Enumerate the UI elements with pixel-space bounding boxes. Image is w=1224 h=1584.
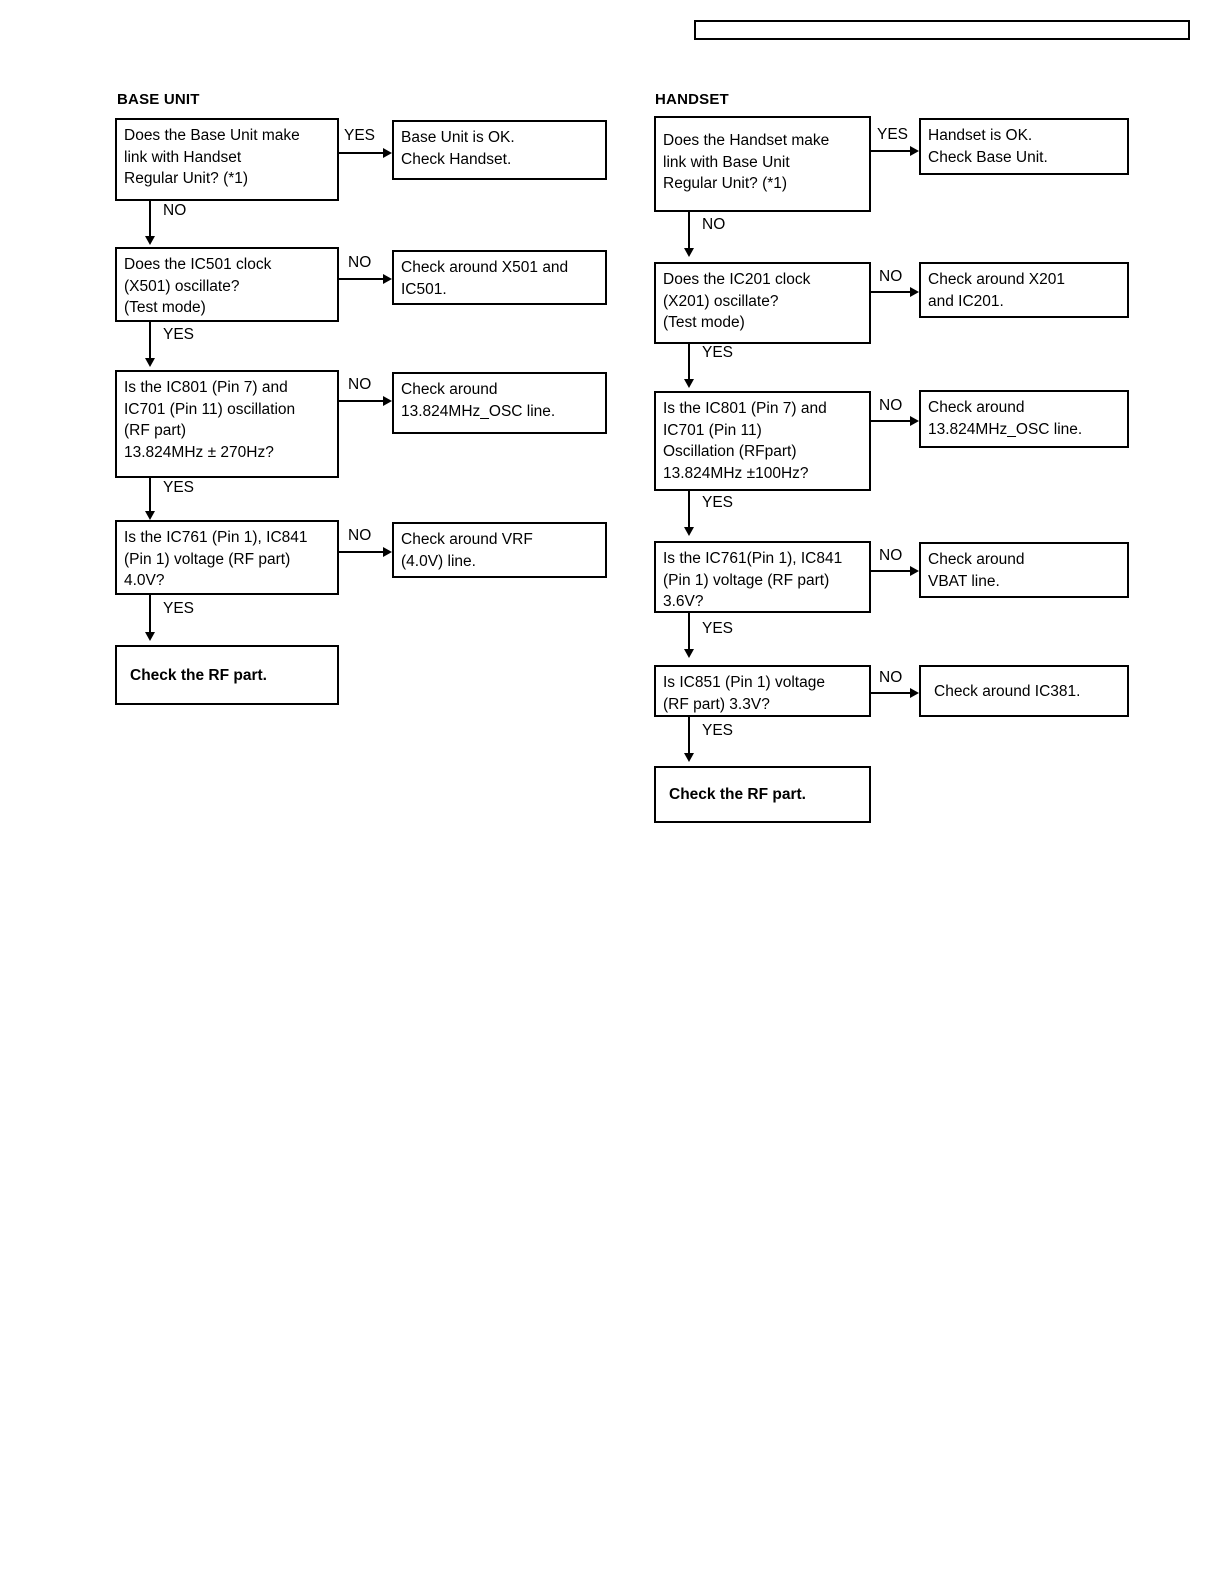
base-result-2: Check around X501 and IC501. <box>392 250 607 305</box>
base-branch-label-1: YES <box>344 127 376 144</box>
base-question-1: Does the Base Unit make link with Handse… <box>115 118 339 201</box>
base-down-line-2 <box>149 322 151 360</box>
base-branch-arrowhead-2 <box>383 274 392 284</box>
handset-result-3: Check around 13.824MHz_OSC line. <box>919 390 1129 448</box>
handset-down-arrowhead-5 <box>684 753 694 762</box>
handset-question-3: Is the IC801 (Pin 7) and IC701 (Pin 11) … <box>654 391 871 491</box>
base-result-4: Check around VRF (4.0V) line. <box>392 522 607 578</box>
base-down-label-4: YES <box>163 600 195 617</box>
base-down-line-3 <box>149 478 151 513</box>
handset-branch-line-4 <box>871 570 911 572</box>
handset-branch-label-1: YES <box>877 126 909 143</box>
base-question-4: Is the IC761 (Pin 1), IC841 (Pin 1) volt… <box>115 520 339 595</box>
column-title-handset: HANDSET <box>655 91 729 108</box>
handset-branch-arrowhead-1 <box>910 146 919 156</box>
base-final-box: Check the RF part. <box>115 645 339 705</box>
handset-question-1: Does the Handset make link with Base Uni… <box>654 116 871 212</box>
base-branch-arrowhead-3 <box>383 396 392 406</box>
handset-down-label-2: YES <box>702 344 734 361</box>
handset-branch-label-5: NO <box>879 669 903 686</box>
base-down-line-1 <box>149 201 151 238</box>
base-branch-arrowhead-4 <box>383 547 392 557</box>
handset-result-4: Check around VBAT line. <box>919 542 1129 598</box>
handset-branch-line-3 <box>871 420 911 422</box>
base-result-1: Base Unit is OK. Check Handset. <box>392 120 607 180</box>
base-down-arrowhead-4 <box>145 632 155 641</box>
handset-final-box: Check the RF part. <box>654 766 871 823</box>
handset-result-5: Check around IC381. <box>919 665 1129 717</box>
handset-down-arrowhead-3 <box>684 527 694 536</box>
handset-branch-label-4: NO <box>879 547 903 564</box>
handset-result-2: Check around X201 and IC201. <box>919 262 1129 318</box>
base-down-arrowhead-2 <box>145 358 155 367</box>
base-branch-line-1 <box>339 152 383 154</box>
handset-down-line-1 <box>688 212 690 250</box>
handset-down-line-2 <box>688 344 690 381</box>
handset-down-label-4: YES <box>702 620 734 637</box>
handset-down-label-3: YES <box>702 494 734 511</box>
base-branch-label-3: NO <box>348 376 372 393</box>
handset-down-line-5 <box>688 717 690 755</box>
base-question-3: Is the IC801 (Pin 7) and IC701 (Pin 11) … <box>115 370 339 478</box>
handset-branch-label-3: NO <box>879 397 903 414</box>
base-branch-line-4 <box>339 551 383 553</box>
handset-down-arrowhead-1 <box>684 248 694 257</box>
handset-branch-arrowhead-5 <box>910 688 919 698</box>
handset-down-label-1: NO <box>702 216 726 233</box>
handset-down-arrowhead-4 <box>684 649 694 658</box>
handset-down-line-3 <box>688 491 690 529</box>
handset-down-line-4 <box>688 613 690 651</box>
base-down-arrowhead-3 <box>145 511 155 520</box>
handset-question-4: Is the IC761(Pin 1), IC841 (Pin 1) volta… <box>654 541 871 613</box>
handset-result-1: Handset is OK. Check Base Unit. <box>919 118 1129 175</box>
base-branch-label-2: NO <box>348 254 372 271</box>
handset-question-5: Is IC851 (Pin 1) voltage (RF part) 3.3V? <box>654 665 871 717</box>
column-title-base-unit: BASE UNIT <box>117 91 200 108</box>
base-down-arrowhead-1 <box>145 236 155 245</box>
base-down-label-1: NO <box>163 202 187 219</box>
base-branch-line-3 <box>339 400 383 402</box>
base-down-label-3: YES <box>163 479 195 496</box>
base-down-label-2: YES <box>163 326 195 343</box>
handset-branch-arrowhead-3 <box>910 416 919 426</box>
handset-down-label-5: YES <box>702 722 734 739</box>
handset-question-2: Does the IC201 clock (X201) oscillate? (… <box>654 262 871 344</box>
base-branch-label-4: NO <box>348 527 372 544</box>
base-branch-line-2 <box>339 278 383 280</box>
handset-branch-label-2: NO <box>879 268 903 285</box>
handset-branch-line-2 <box>871 291 911 293</box>
handset-down-arrowhead-2 <box>684 379 694 388</box>
handset-branch-arrowhead-2 <box>910 287 919 297</box>
base-branch-arrowhead-1 <box>383 148 392 158</box>
base-down-line-4 <box>149 595 151 634</box>
base-question-2: Does the IC501 clock (X501) oscillate? (… <box>115 247 339 322</box>
base-result-3: Check around 13.824MHz_OSC line. <box>392 372 607 434</box>
handset-branch-arrowhead-4 <box>910 566 919 576</box>
header-bar <box>694 20 1190 40</box>
handset-branch-line-5 <box>871 692 911 694</box>
handset-branch-line-1 <box>871 150 911 152</box>
